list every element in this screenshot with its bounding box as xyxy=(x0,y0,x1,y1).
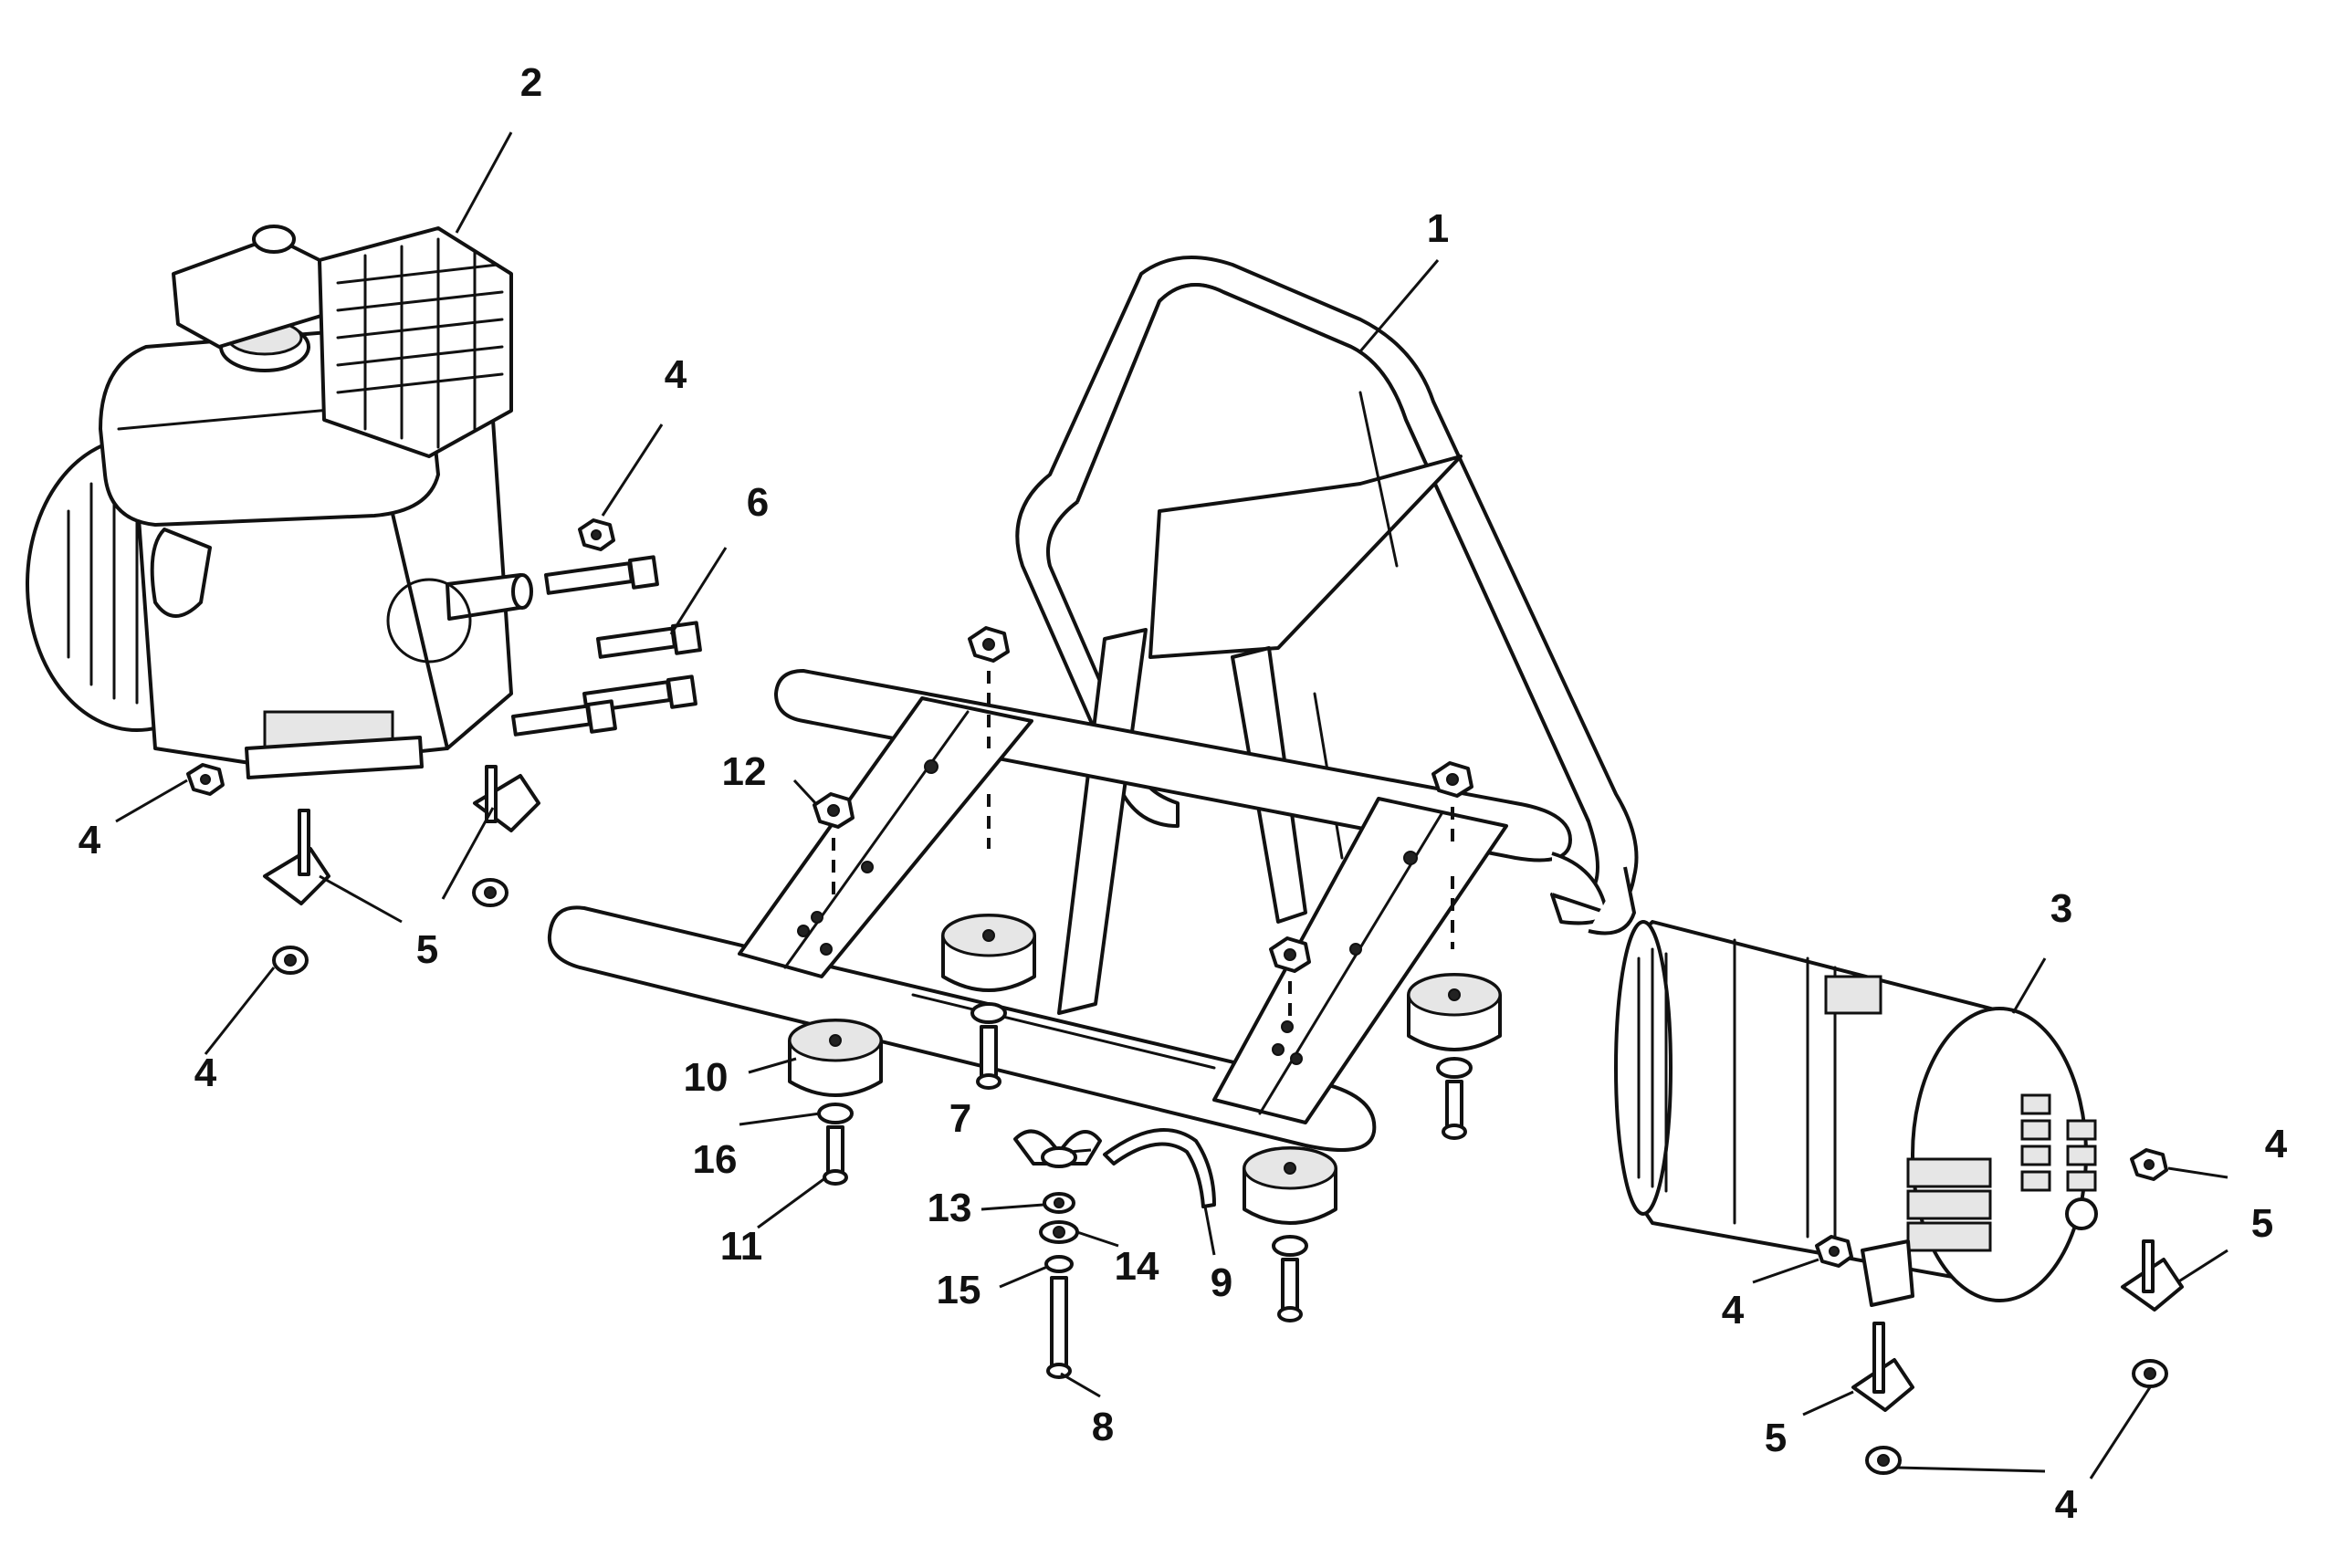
leader-lines xyxy=(115,131,2228,1479)
callout-4-engine-left: 4 xyxy=(79,818,101,862)
alternator-assembly xyxy=(1614,920,2184,1475)
callout-14: 14 xyxy=(1115,1244,1159,1289)
callout-labels: 1 2 3 4 4 4 4 4 4 5 5 5 6 7 8 9 10 11 12… xyxy=(79,60,2288,1527)
callout-1: 1 xyxy=(1427,206,1449,251)
callout-12: 12 xyxy=(722,749,767,794)
engine-assembly xyxy=(26,225,533,779)
callout-4-alt-bottom: 4 xyxy=(2055,1482,2078,1527)
callout-9: 9 xyxy=(1211,1260,1232,1305)
frame-nuts xyxy=(813,626,1473,1022)
callout-4-alt-right: 4 xyxy=(2265,1122,2288,1166)
callout-8: 8 xyxy=(1092,1405,1114,1449)
callout-5-engine-left: 5 xyxy=(416,927,438,972)
callout-3: 3 xyxy=(2050,886,2072,931)
callout-15: 15 xyxy=(937,1268,981,1312)
callout-13: 13 xyxy=(928,1186,972,1230)
callout-6: 6 xyxy=(747,480,769,525)
callout-10: 10 xyxy=(684,1055,729,1100)
callout-2: 2 xyxy=(520,60,542,105)
callout-7: 7 xyxy=(949,1096,971,1141)
callout-16: 16 xyxy=(693,1137,738,1182)
callout-4-engine-bottom: 4 xyxy=(194,1051,217,1095)
ground-hardware xyxy=(1013,1128,1216,1379)
callout-11: 11 xyxy=(720,1224,763,1269)
callout-5-alt-right: 5 xyxy=(2251,1201,2273,1246)
callout-4-engine-top: 4 xyxy=(665,352,687,397)
frame-assembly xyxy=(547,256,1639,1152)
vibration-mounts xyxy=(788,914,1502,1322)
engine-bolts xyxy=(510,555,702,737)
callout-5-alt-bottom: 5 xyxy=(1765,1416,1787,1460)
engine-mount-hardware xyxy=(186,518,615,975)
callout-4-alt-left: 4 xyxy=(1722,1288,1745,1333)
